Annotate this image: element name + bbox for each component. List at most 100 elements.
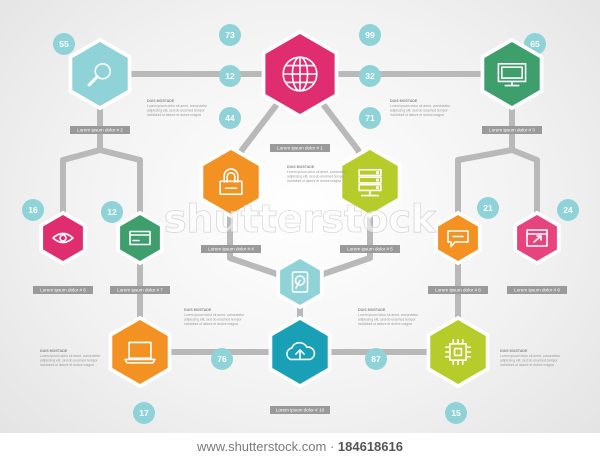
chat-icon bbox=[447, 230, 469, 248]
number-bubble: 99 bbox=[359, 24, 381, 46]
hex-fill bbox=[120, 215, 160, 261]
chip-icon bbox=[444, 338, 472, 366]
bubble-value: 76 bbox=[217, 354, 227, 364]
hex-node-harddrive bbox=[276, 254, 324, 310]
hex-node-server bbox=[338, 145, 402, 219]
bubble-value: 24 bbox=[563, 205, 573, 215]
text-block-line: Lorem ipsum dolor sit amet, consectetur bbox=[184, 313, 245, 317]
label-text: Lorem ipsum dolor # 2 bbox=[77, 128, 123, 133]
label-text: Lorem ipsum dolor # 10 bbox=[276, 408, 325, 413]
label-bg bbox=[270, 144, 330, 152]
bubble-circle bbox=[22, 199, 44, 221]
label-text: Lorem ipsum dolor # 3 bbox=[489, 128, 535, 133]
label-text: Lorem ipsum dolor # 6 bbox=[40, 288, 86, 293]
bubble-value: 15 bbox=[451, 408, 461, 418]
hex-outline bbox=[276, 254, 324, 310]
bubble-circle bbox=[359, 24, 381, 46]
hex-node-eye bbox=[39, 210, 87, 266]
eye-icon bbox=[52, 232, 74, 244]
bubble-circle bbox=[359, 65, 381, 87]
bubble-circle bbox=[477, 197, 499, 219]
number-bubble: 73 bbox=[219, 24, 241, 46]
text-block-line: incididunt ut labore et dolore magna bbox=[184, 322, 238, 326]
bubble-value: 73 bbox=[225, 30, 235, 40]
text-block-line: Lorem ipsum dolor sit amet, consectetur bbox=[390, 104, 451, 108]
text-block-title: DUIS MOSTADE bbox=[500, 349, 528, 353]
label-text: Lorem ipsum dolor # 5 bbox=[347, 247, 393, 252]
globe-icon bbox=[282, 56, 318, 92]
bubble-value: 44 bbox=[225, 113, 235, 123]
footer-site: www.shutterstock.com bbox=[197, 439, 327, 454]
hex-outline bbox=[338, 145, 402, 219]
label-bg bbox=[33, 286, 93, 294]
number-bubble: 16 bbox=[22, 199, 44, 221]
text-block-line: adipiscing elit, sed do eiusmod tempor bbox=[500, 359, 559, 363]
server-icon bbox=[358, 168, 382, 197]
watermark: shutterstock bbox=[164, 197, 437, 241]
hex-fill bbox=[438, 215, 478, 261]
label-tag: Lorem ipsum dolor # 8 bbox=[428, 286, 488, 294]
bubble-circle bbox=[101, 201, 123, 223]
bubble-value: 99 bbox=[365, 30, 375, 40]
hex-outline bbox=[108, 315, 172, 389]
hex-outline bbox=[39, 210, 87, 266]
number-bubble: 55 bbox=[53, 33, 75, 55]
number-bubble: 15 bbox=[445, 402, 467, 424]
text-block-line: adipiscing elit, sed do eiusmod tempor bbox=[40, 359, 99, 363]
lock-icon bbox=[219, 168, 243, 196]
bubble-circle bbox=[53, 33, 75, 55]
bubble-value: 55 bbox=[59, 39, 69, 49]
hex-outline bbox=[199, 145, 263, 219]
laptop-icon bbox=[124, 341, 156, 364]
label-tags: Lorem ipsum dolor # 2 Lorem ipsum dolor #… bbox=[33, 126, 567, 414]
label-text: Lorem ipsum dolor # 7 bbox=[117, 288, 163, 293]
text-block-line: Lorem ipsum dolor sit amet, consectetur bbox=[287, 170, 348, 174]
hex-outline bbox=[268, 315, 332, 389]
hex-node-monitor bbox=[480, 37, 544, 111]
text-block-title: DUIS MOSTADE bbox=[184, 308, 212, 312]
label-text: Lorem ipsum dolor # 8 bbox=[435, 288, 481, 293]
text-block-line: incididunt ut labore et dolore magna bbox=[287, 179, 341, 183]
label-tag: Lorem ipsum dolor # 9 bbox=[507, 286, 567, 294]
text-block-line: adipiscing elit, sed do eiusmod tempor bbox=[390, 109, 449, 113]
bubble-circle bbox=[219, 107, 241, 129]
number-bubble: 71 bbox=[359, 107, 381, 129]
bubble-value: 16 bbox=[28, 205, 38, 215]
text-block-line: incididunt ut labore et dolore magna bbox=[40, 363, 94, 367]
hex-outline bbox=[68, 37, 132, 111]
number-bubble: 44 bbox=[219, 107, 241, 129]
text-block-line: incididunt ut labore et dolore magna bbox=[147, 113, 201, 117]
hex-node-globe bbox=[261, 29, 339, 119]
text-block-line: adipiscing elit, sed do eiusmod tempor bbox=[184, 318, 243, 322]
label-text: Lorem ipsum dolor # 1 bbox=[277, 146, 323, 151]
label-bg bbox=[270, 406, 330, 414]
hard-drive-icon bbox=[291, 271, 309, 293]
search-icon bbox=[87, 62, 111, 87]
label-bg bbox=[482, 126, 542, 134]
label-text: Lorem ipsum dolor # 4 bbox=[208, 247, 254, 252]
bubble-circle bbox=[445, 402, 467, 424]
label-tag: Lorem ipsum dolor # 5 bbox=[340, 245, 400, 253]
bubble-value: 21 bbox=[483, 203, 493, 213]
label-text: Lorem ipsum dolor # 9 bbox=[514, 288, 560, 293]
text-block-title: DUIS MOSTADE bbox=[390, 99, 418, 103]
footer-caption: www.shutterstock.com · 184618616 bbox=[0, 433, 600, 460]
bubble-value: 65 bbox=[530, 39, 540, 49]
bubble-circle bbox=[365, 348, 387, 370]
bubble-circle bbox=[219, 65, 241, 87]
cloud-upload-icon bbox=[286, 341, 316, 361]
hex-fill bbox=[72, 42, 128, 106]
text-block-line: incididunt ut labore et dolore magna bbox=[500, 363, 554, 367]
bubble-circle bbox=[557, 199, 579, 221]
bubble-circle bbox=[133, 402, 155, 424]
label-bg bbox=[507, 286, 567, 294]
label-tag: Lorem ipsum dolor # 10 bbox=[270, 406, 330, 414]
hex-fill bbox=[112, 320, 168, 384]
hex-node-lock bbox=[199, 145, 263, 219]
